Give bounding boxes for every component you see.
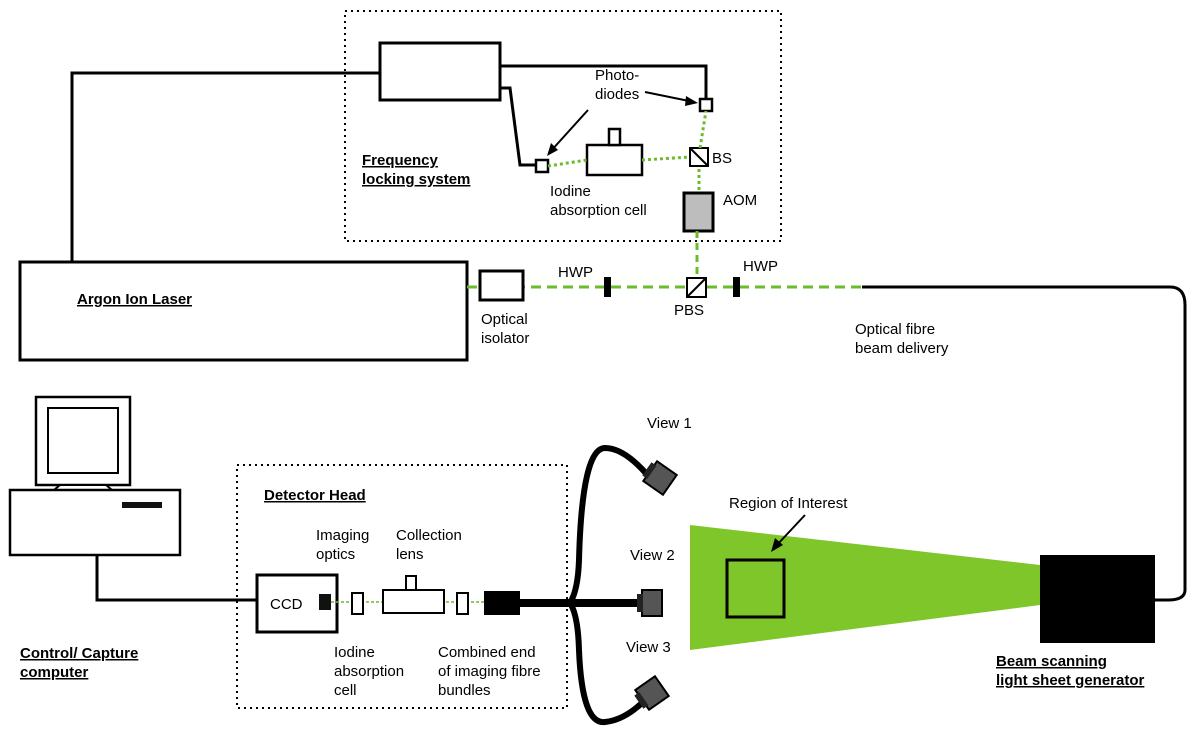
ccd-window <box>319 594 331 610</box>
collection-lens <box>456 592 469 615</box>
photodiode-right <box>698 97 714 113</box>
optical-isolator-label-1: Optical <box>481 311 528 328</box>
frequency-locking-label-2: locking system <box>362 171 470 188</box>
computer-case <box>8 488 182 557</box>
detector-head-box <box>236 464 568 709</box>
photodiodes-label-2: diodes <box>595 86 639 103</box>
iodine-cell-label-1: Iodine <box>550 183 591 200</box>
frequency-locking-box <box>344 10 782 242</box>
bs-label: BS <box>712 150 732 167</box>
photodiode-left <box>534 158 550 174</box>
computer <box>8 395 182 557</box>
aom-label: AOM <box>723 192 757 209</box>
light-sheet-generator <box>1040 555 1155 643</box>
argon-ion-laser <box>18 260 469 362</box>
photodiode-arrow-left <box>549 109 589 153</box>
iodine-cell-top <box>585 143 644 177</box>
laser-control-wire <box>70 71 380 262</box>
imaging-optics-label-1: Imaging <box>316 527 369 544</box>
combined-end-label-1: Combined end <box>438 644 536 661</box>
beam-bs-to-cell <box>547 158 588 168</box>
aom <box>682 191 715 233</box>
argon-laser-label: Argon Ion Laser <box>77 291 192 308</box>
beam-splitter-diag <box>689 147 709 167</box>
roi-arrowhead <box>771 538 783 552</box>
imaging-optics-label-2: optics <box>316 546 355 563</box>
region-of-interest-label: Region of Interest <box>729 495 848 512</box>
iodine-detector-label-3: cell <box>334 682 357 699</box>
optical-isolator <box>478 269 525 302</box>
hwp-right <box>733 277 740 297</box>
collection-lens-label-1: Collection <box>396 527 462 544</box>
control-computer-label-1: Control/ Capture <box>20 645 138 662</box>
combined-end-label-2: of imaging fibre <box>438 663 541 680</box>
computer-ccd-wire <box>95 555 257 602</box>
view2-connector <box>637 589 663 617</box>
view2-label: View 2 <box>630 547 675 564</box>
fibre-bundle-view1 <box>567 444 653 605</box>
detector-head-label: Detector Head <box>264 487 366 504</box>
imaging-optics <box>351 592 364 615</box>
view3-connector <box>633 674 671 712</box>
beam-scanning-label-1: Beam scanning <box>996 653 1107 670</box>
iodine-cell-top-stem <box>607 127 622 147</box>
optical-isolator-label-2: isolator <box>481 330 529 347</box>
iodine-cell-detector <box>382 589 445 614</box>
arrowhead-right <box>685 96 698 106</box>
collection-lens-label-2: lens <box>396 546 424 563</box>
hwp-left-label: HWP <box>558 264 593 281</box>
disk-drive <box>122 502 162 508</box>
iodine-detector-label-2: absorption <box>334 663 404 680</box>
view1-label: View 1 <box>647 415 692 432</box>
frequency-locking-label-1: Frequency <box>362 152 439 169</box>
pbs-label: PBS <box>674 302 704 319</box>
beam-bs-to-pd <box>698 110 708 149</box>
roi-arrow <box>775 514 806 547</box>
ccd-label: CCD <box>270 596 303 613</box>
fibre-bundle-view3 <box>567 601 648 726</box>
region-of-interest <box>725 558 786 619</box>
iodine-cell-detector-stem <box>405 575 417 591</box>
iodine-detector-label-1: Iodine <box>334 644 375 661</box>
optical-fibre-label-2: beam delivery <box>855 340 949 357</box>
combined-end-label-3: bundles <box>438 682 491 699</box>
lock-controller <box>378 41 502 102</box>
optical-fibre <box>862 285 1187 602</box>
photodiode-wire-right <box>500 64 708 100</box>
monitor-screen <box>47 407 119 474</box>
iodine-cell-label-2: absorption cell <box>550 202 647 219</box>
hwp-right-label: HWP <box>743 258 778 275</box>
optical-fibre-label-1: Optical fibre <box>855 321 935 338</box>
view1-connector <box>641 459 679 497</box>
beam-cell-to-bs <box>641 155 691 162</box>
photodiode-wire-left <box>500 86 536 167</box>
pbs-diag <box>686 277 707 298</box>
control-computer-label-2: computer <box>20 664 89 681</box>
view3-label: View 3 <box>626 639 671 656</box>
beam-scanning-label-2: light sheet generator <box>996 672 1145 689</box>
arrowhead-left <box>547 143 558 156</box>
fibre-bundle-end <box>484 591 520 615</box>
hwp-left <box>604 277 611 297</box>
light-sheet <box>690 525 1040 650</box>
photodiodes-label-1: Photo- <box>595 67 639 84</box>
